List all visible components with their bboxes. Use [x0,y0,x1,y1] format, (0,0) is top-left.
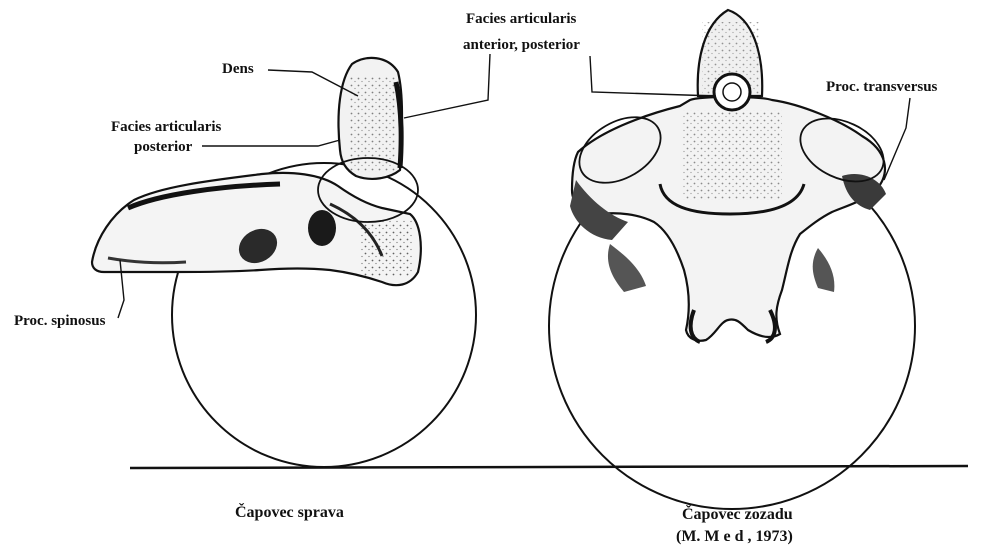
label-dens: Dens [222,60,254,79]
caption-right-line2: (M. M e d , 1973) [676,527,793,546]
axis-posterior-view [568,10,894,342]
leader-facies-posterior [202,140,340,146]
label-facies-ant-post-line2: anterior, posterior [463,36,580,55]
leader-proc-transversus [884,98,910,180]
label-facies-posterior-line1: Facies articularis [111,118,221,137]
label-proc-transversus: Proc. transversus [826,78,937,97]
caption-left: Čapovec sprava [235,503,344,522]
label-facies-posterior-line2: posterior [134,138,192,157]
caption-right-line1: Čapovec zozadu [682,505,793,524]
leader-facies-ant-post [404,54,490,118]
baseline [130,466,968,468]
label-facies-ant-post-line1: Facies articularis [466,10,576,29]
label-proc-spinosus: Proc. spinosus [14,312,105,331]
axis-lateral-view [92,58,421,285]
